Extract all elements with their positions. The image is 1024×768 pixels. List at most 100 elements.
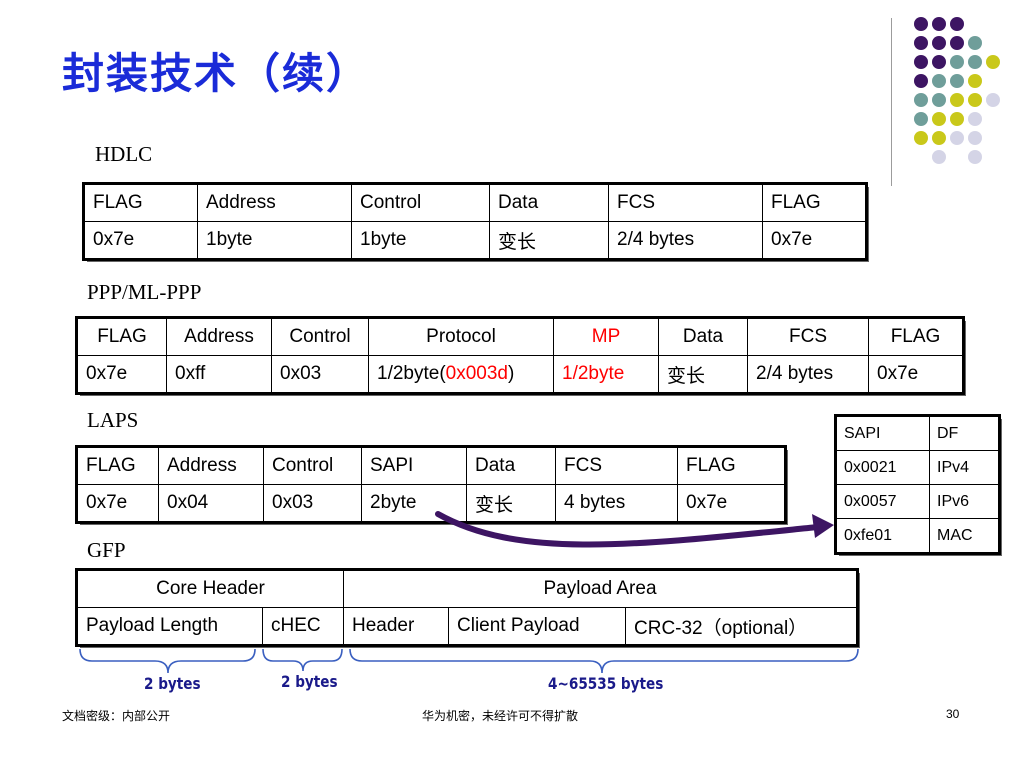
arrowhead-icon: [812, 514, 834, 538]
gfp-frame-table: Core Header Payload Area Payload Length …: [75, 568, 859, 647]
table-cell: Payload Length: [77, 607, 263, 645]
laps-frame-table: FLAG Address Control SAPI Data FCS FLAG …: [75, 445, 787, 524]
decoration-dot: [932, 74, 946, 88]
table-cell: MP: [553, 318, 659, 356]
table-row: 0xfe01 MAC: [836, 518, 999, 553]
table-cell: Address: [166, 318, 272, 356]
decoration-dot: [932, 36, 946, 50]
decoration-dot: [914, 36, 928, 50]
decoration-dot: [968, 131, 982, 145]
table-row: 0x7e 1byte 1byte 变长 2/4 bytes 0x7e: [84, 221, 866, 259]
table-cell: SAPI: [361, 447, 467, 485]
decoration-dot: [950, 112, 964, 126]
decoration-dot: [968, 93, 982, 107]
section-label-laps: LAPS: [87, 408, 139, 432]
table-cell: 2byte: [361, 484, 467, 522]
table-cell: FLAG: [77, 447, 159, 485]
hdlc-frame-table: FLAG Address Control Data FCS FLAG 0x7e …: [82, 182, 868, 261]
sapi-table: SAPI DF 0x0021 IPv4 0x0057 IPv6 0xfe01 M…: [834, 414, 1001, 555]
table-cell: CRC-32（optional）: [625, 607, 857, 645]
table-cell: 0x7e: [77, 355, 167, 393]
table-cell: cHEC: [262, 607, 344, 645]
table-cell: Data: [658, 318, 748, 356]
decoration-dot: [950, 74, 964, 88]
table-cell: 0x03: [263, 484, 362, 522]
footer-classification: 文档密级：内部公开: [62, 709, 171, 723]
table-row: 0x7e 0x04 0x03 2byte 变长 4 bytes 0x7e: [77, 484, 785, 522]
table-cell: 2/4 bytes: [747, 355, 869, 393]
table-cell: 1byte: [351, 221, 490, 259]
table-cell: 变长: [489, 221, 609, 259]
table-cell: 0x7e: [77, 484, 159, 522]
section-label-ppp: PPP/ML-PPP: [87, 280, 202, 304]
decoration-dot: [914, 74, 928, 88]
table-cell: FCS: [555, 447, 678, 485]
table-cell: FLAG: [868, 318, 963, 356]
table-row: 0x7e 0xff 0x03 1/2byte(0x003d) 1/2byte 变…: [77, 355, 963, 393]
table-header-row: FLAG Address Control Protocol MP Data FC…: [77, 318, 963, 356]
decoration-dot: [932, 55, 946, 69]
table-cell: Control: [351, 184, 490, 222]
decoration-dot: [950, 17, 964, 31]
decoration-dot: [986, 93, 1000, 107]
table-cell: 1byte: [197, 221, 352, 259]
vertical-divider: [891, 18, 892, 186]
ppp-frame-table: FLAG Address Control Protocol MP Data FC…: [75, 316, 965, 395]
footer-confidential: 华为机密，未经许可不得扩散: [422, 709, 579, 723]
decoration-dot: [914, 17, 928, 31]
protocol-prefix: 1/2byte(: [377, 363, 446, 384]
table-cell: 0x7e: [84, 221, 198, 259]
table-cell: MAC: [929, 518, 999, 553]
table-cell: IPv6: [929, 484, 999, 519]
table-row: Payload Length cHEC Header Client Payloa…: [77, 607, 857, 645]
decoration-dot: [914, 131, 928, 145]
decoration-dot: [968, 112, 982, 126]
table-cell: 变长: [466, 484, 556, 522]
brace-label-payload-area: 4~65535 bytes: [548, 674, 664, 693]
decoration-dot: [950, 36, 964, 50]
table-cell: Protocol: [368, 318, 554, 356]
table-header-row: FLAG Address Control SAPI Data FCS FLAG: [77, 447, 785, 485]
table-row: 0x0021 IPv4: [836, 450, 999, 485]
decoration-dot: [932, 93, 946, 107]
protocol-value: 0x003d: [445, 363, 508, 384]
protocol-suffix: ): [508, 363, 515, 384]
decoration-dot: [950, 55, 964, 69]
decoration-dot: [968, 55, 982, 69]
table-cell: 0x7e: [677, 484, 785, 522]
decoration-dot: [986, 55, 1000, 69]
table-cell: 0xfe01: [836, 518, 930, 553]
decoration-dot: [914, 93, 928, 107]
table-cell: 1/2byte(0x003d): [368, 355, 554, 393]
sapi-arrow-icon: [435, 511, 821, 548]
page-title: 封装技术（续）: [62, 49, 371, 98]
decoration-dot: [932, 150, 946, 164]
decoration-dot: [968, 36, 982, 50]
table-cell: 2/4 bytes: [608, 221, 763, 259]
table-header-row: FLAG Address Control Data FCS FLAG: [84, 184, 866, 222]
decoration-dot: [950, 93, 964, 107]
table-cell: DF: [929, 416, 999, 451]
table-cell: FCS: [747, 318, 869, 356]
table-cell: 0x7e: [868, 355, 963, 393]
table-cell: 0x7e: [762, 221, 866, 259]
decoration-dot: [968, 74, 982, 88]
decoration-dot: [932, 131, 946, 145]
table-cell: FLAG: [84, 184, 198, 222]
brace-icon: [262, 648, 343, 672]
table-cell: FLAG: [677, 447, 785, 485]
brace-icon: [349, 648, 859, 674]
table-cell: Control: [271, 318, 369, 356]
decoration-dot: [932, 17, 946, 31]
table-cell: Data: [466, 447, 556, 485]
table-cell: 1/2byte: [553, 355, 659, 393]
section-label-hdlc: HDLC: [95, 142, 153, 166]
brace-label-chec: 2 bytes: [281, 672, 338, 691]
decoration-dot: [914, 55, 928, 69]
page-number: 30: [946, 707, 960, 721]
brace-icon: [79, 648, 256, 674]
table-cell: 0x03: [271, 355, 369, 393]
section-label-gfp: GFP: [87, 538, 126, 562]
table-cell: 0x04: [158, 484, 264, 522]
